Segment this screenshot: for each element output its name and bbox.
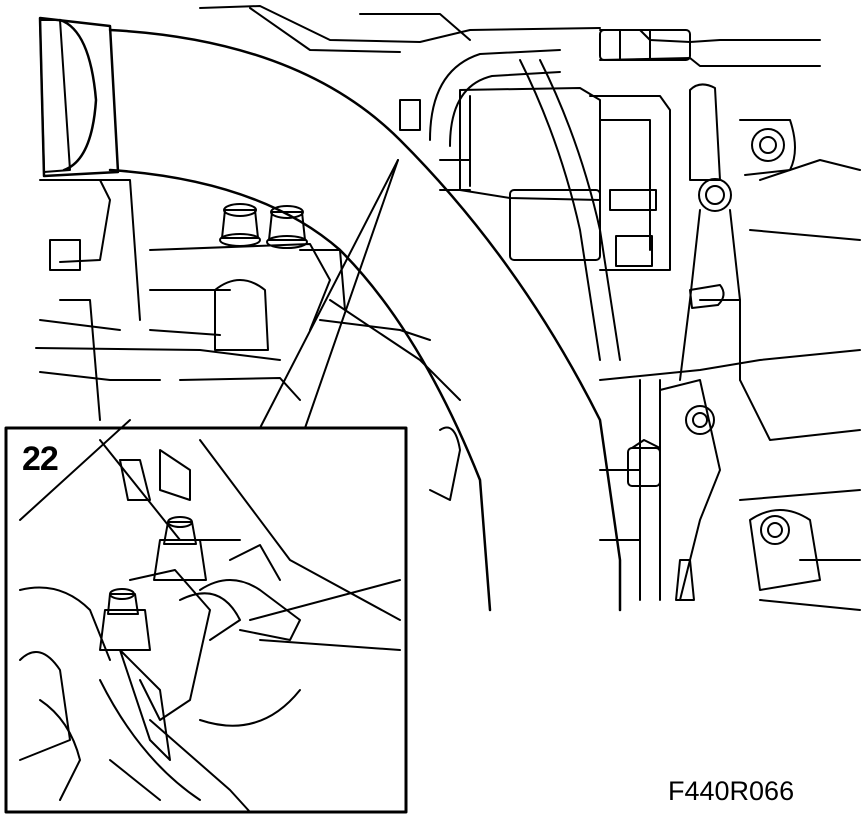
engine-background-parts bbox=[35, 5, 861, 611]
detail-callout-number: 22 bbox=[22, 440, 59, 478]
large-hose bbox=[38, 16, 622, 612]
detail-inset bbox=[4, 419, 408, 814]
figure-id-label: F440R066 bbox=[668, 776, 795, 806]
callout-leader-lines bbox=[259, 159, 399, 429]
bolt-cluster bbox=[219, 203, 308, 249]
